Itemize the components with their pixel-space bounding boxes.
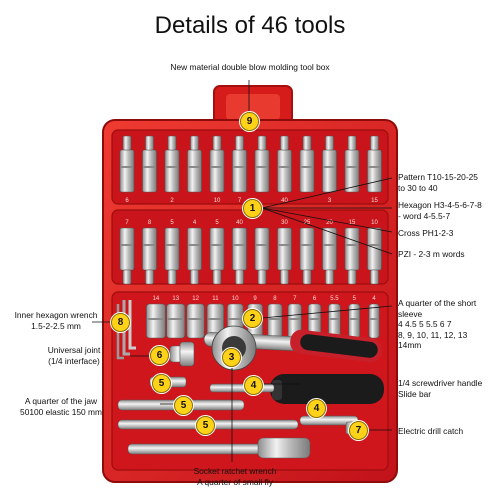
socket: 13	[166, 296, 186, 339]
socket: 7	[287, 296, 302, 339]
socket-size-label: 7	[293, 296, 297, 302]
bit: 2	[164, 135, 180, 204]
socket-size-label: 9	[253, 296, 257, 302]
bit: 20	[322, 220, 337, 285]
bit-size-label: 7	[125, 220, 129, 226]
bit-size-label: 5	[215, 220, 219, 226]
universal-joint	[169, 341, 195, 367]
badge-case: 9	[240, 112, 259, 131]
socket-size-label: 5.5	[330, 296, 339, 302]
bit-size-label: 6	[125, 198, 129, 204]
leader-lines	[92, 80, 393, 462]
bits-row-top: 6 2 10 7 40 3 15	[119, 135, 382, 204]
bit-size-label: 25	[304, 220, 311, 226]
badge-slide-bar: 4	[307, 399, 326, 418]
label-jaw: A quarter of the jaw 50100 elastic 150 m…	[20, 396, 102, 417]
socket: 14	[146, 296, 166, 339]
label-cross: Cross PH1-2-3	[398, 228, 454, 238]
bit-size-label: 30	[281, 220, 288, 226]
label-drill-catch: Electric drill catch	[398, 426, 464, 436]
bit: 30	[277, 220, 292, 285]
socket-size-label: 6	[313, 296, 317, 302]
socket-size-label: 4	[372, 296, 376, 302]
label-pzi: PZI - 2-3 m words	[398, 249, 465, 259]
bit-size-label: 2	[170, 198, 174, 204]
bit	[142, 135, 157, 193]
bit: 10	[209, 135, 225, 204]
bit	[299, 135, 315, 193]
bit-size-label: 7	[238, 198, 242, 204]
badge-drill-catch: 7	[349, 421, 368, 440]
bit-size-label: 40	[281, 198, 288, 204]
bit: 5	[209, 220, 225, 285]
socket-size-label: 12	[192, 296, 199, 302]
badge-ratchet: 3	[222, 348, 241, 367]
socket-size-label: 11	[212, 296, 219, 302]
bits-row-bottom: 7 8 5 4 5 40 30 25 20 15 10	[119, 220, 382, 285]
bit-size-label: 20	[326, 220, 333, 226]
label-universal-joint: Universal joint (1/4 interface)	[47, 345, 101, 366]
bit: 4	[187, 220, 202, 285]
bit-size-label: 15	[349, 220, 356, 226]
bit: 25	[299, 220, 315, 285]
bit-size-label: 8	[148, 220, 152, 226]
label-ratchet: Socket ratchet wrench A quarter of small…	[193, 466, 277, 487]
badge-bits: 1	[243, 199, 262, 218]
bit-size-label: 40	[236, 220, 243, 226]
label-hexagon: Hexagon H3-4-5-6-7-8 - word 4-5.5-7	[398, 200, 482, 221]
bit: 3	[322, 135, 337, 204]
bit: 10	[367, 220, 382, 285]
bit-size-label: 5	[170, 220, 174, 226]
label-tool-box: New material double blow molding tool bo…	[170, 62, 330, 72]
bit-size-label: 10	[371, 220, 378, 226]
bit-size-label: 4	[193, 220, 197, 226]
page-title: Details of 46 tools	[154, 12, 346, 39]
badge-universal-joint: 6	[150, 346, 169, 365]
bit: 40	[232, 220, 247, 285]
socket-size-label: 13	[172, 296, 179, 302]
bit-size-label: 3	[328, 198, 332, 204]
bit: 7	[232, 135, 247, 204]
label-inner-hex: Inner hexagon wrench 1.5-2-2.5 mm	[14, 310, 98, 331]
bit: 5	[164, 220, 180, 285]
socket: 12	[186, 296, 205, 339]
badge-handle: 4	[244, 376, 263, 395]
badge-sockets: 2	[243, 309, 262, 328]
socket-size-label: 8	[273, 296, 277, 302]
socket: 4	[368, 296, 380, 339]
label-screwdriver: 1/4 screwdriver handle Slide bar	[398, 378, 483, 399]
bit	[187, 135, 202, 193]
socket-size-label: 10	[232, 296, 239, 302]
bit: 6	[119, 135, 135, 204]
badge-extension-2: 5	[196, 416, 215, 435]
bit	[254, 135, 270, 193]
bit	[344, 135, 360, 193]
bit-size-label: 10	[214, 198, 221, 204]
sockets-row: 14 13 12 11 10 9 8 7 6 5.5 5 4	[146, 296, 380, 339]
label-pattern: Pattern T10-15-20-25 to 30 to 40	[398, 172, 478, 193]
label-short-sleeve: A quarter of the short sleeve 4 4.5 5 5.…	[398, 298, 477, 350]
bit	[254, 227, 270, 285]
bit-size-label: 15	[371, 198, 378, 204]
socket-size-label: 14	[153, 296, 160, 302]
badge-extension-1: 5	[174, 396, 193, 415]
bit: 40	[277, 135, 292, 204]
badge-short-bar: 5	[152, 374, 171, 393]
bit: 8	[142, 220, 157, 285]
badge-hex-keys: 8	[111, 313, 130, 332]
socket-size-label: 5	[353, 296, 357, 302]
bit: 7	[119, 220, 135, 285]
